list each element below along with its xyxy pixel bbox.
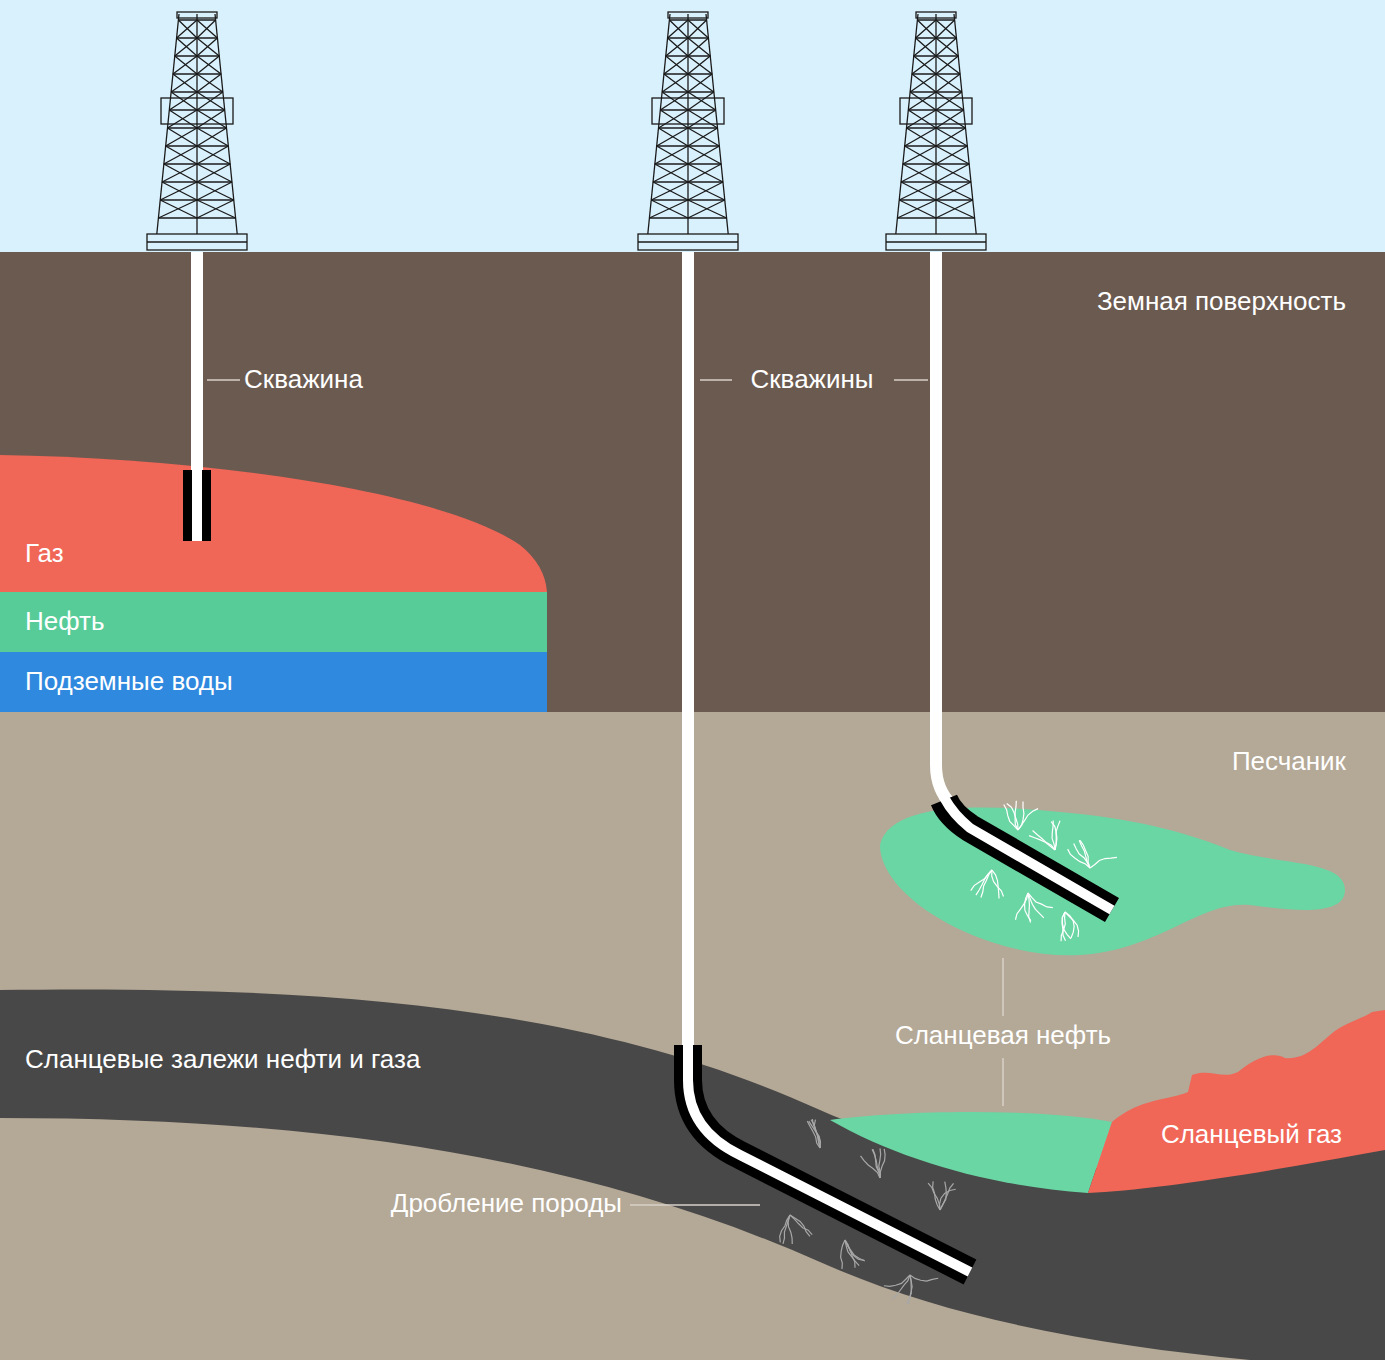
region-label: Газ <box>25 538 64 569</box>
well-casing <box>183 470 211 541</box>
leader-line <box>700 379 732 381</box>
layer-region: Нефть <box>21 604 109 639</box>
well-pipe <box>192 470 202 541</box>
gas-band <box>0 455 547 592</box>
derrick <box>638 12 738 250</box>
fracture <box>971 870 1004 898</box>
well-pipe <box>688 1045 970 1272</box>
fracture <box>780 1215 812 1244</box>
fracture <box>928 1181 956 1210</box>
layer-region: Подземные воды <box>21 664 237 699</box>
region-label: Подземные воды <box>25 666 233 697</box>
region-label: Нефть <box>25 606 105 637</box>
fracture <box>884 1275 938 1304</box>
fracture <box>861 1148 886 1178</box>
well-pipe <box>191 252 203 470</box>
fracture <box>841 1240 865 1269</box>
layer-region: Газ <box>21 536 68 571</box>
derrick <box>886 12 986 250</box>
well-pipe <box>936 765 1112 910</box>
leader-line <box>1002 958 1004 1016</box>
leader-lines <box>207 380 1003 1205</box>
leader-line <box>207 379 240 381</box>
well-pipe <box>682 252 694 1045</box>
sky <box>0 0 1385 252</box>
leader-line <box>1002 1058 1004 1106</box>
annotation-label: Дробление породы <box>391 1188 622 1219</box>
region-label: Сланцевый газ <box>1161 1119 1342 1150</box>
oil-band <box>0 592 547 652</box>
annotation-label: Сланцевая нефть <box>895 1020 1111 1051</box>
derricks <box>147 12 986 250</box>
groundwater-band <box>0 652 547 712</box>
fracture <box>1029 820 1060 850</box>
annotation-label: Песчаник <box>1232 746 1346 777</box>
fracture <box>1061 912 1079 941</box>
well-casing <box>688 1045 970 1272</box>
fracture <box>1004 801 1038 830</box>
derrick <box>147 12 247 250</box>
layer-region: Сланцевые залежи нефти и газа <box>21 1042 424 1077</box>
rock-fractures <box>780 801 1117 1305</box>
annotation-label: Скважины <box>750 364 873 395</box>
layer-region: Сланцевый газ <box>1157 1117 1346 1152</box>
region-label: Сланцевые залежи нефти и газа <box>25 1044 420 1075</box>
well-pipe <box>936 252 952 805</box>
shale-oil-pocket <box>830 1112 1112 1193</box>
leader-line <box>630 1204 760 1206</box>
wells <box>197 252 1112 1272</box>
annotation-label: Скважина <box>244 364 363 395</box>
fracture <box>807 1119 820 1148</box>
shale-gas-pocket <box>1088 1010 1385 1193</box>
fracture <box>1068 840 1117 868</box>
leader-line <box>894 379 928 381</box>
fracture <box>1015 893 1052 923</box>
annotation-label: Земная поверхность <box>1097 286 1346 317</box>
